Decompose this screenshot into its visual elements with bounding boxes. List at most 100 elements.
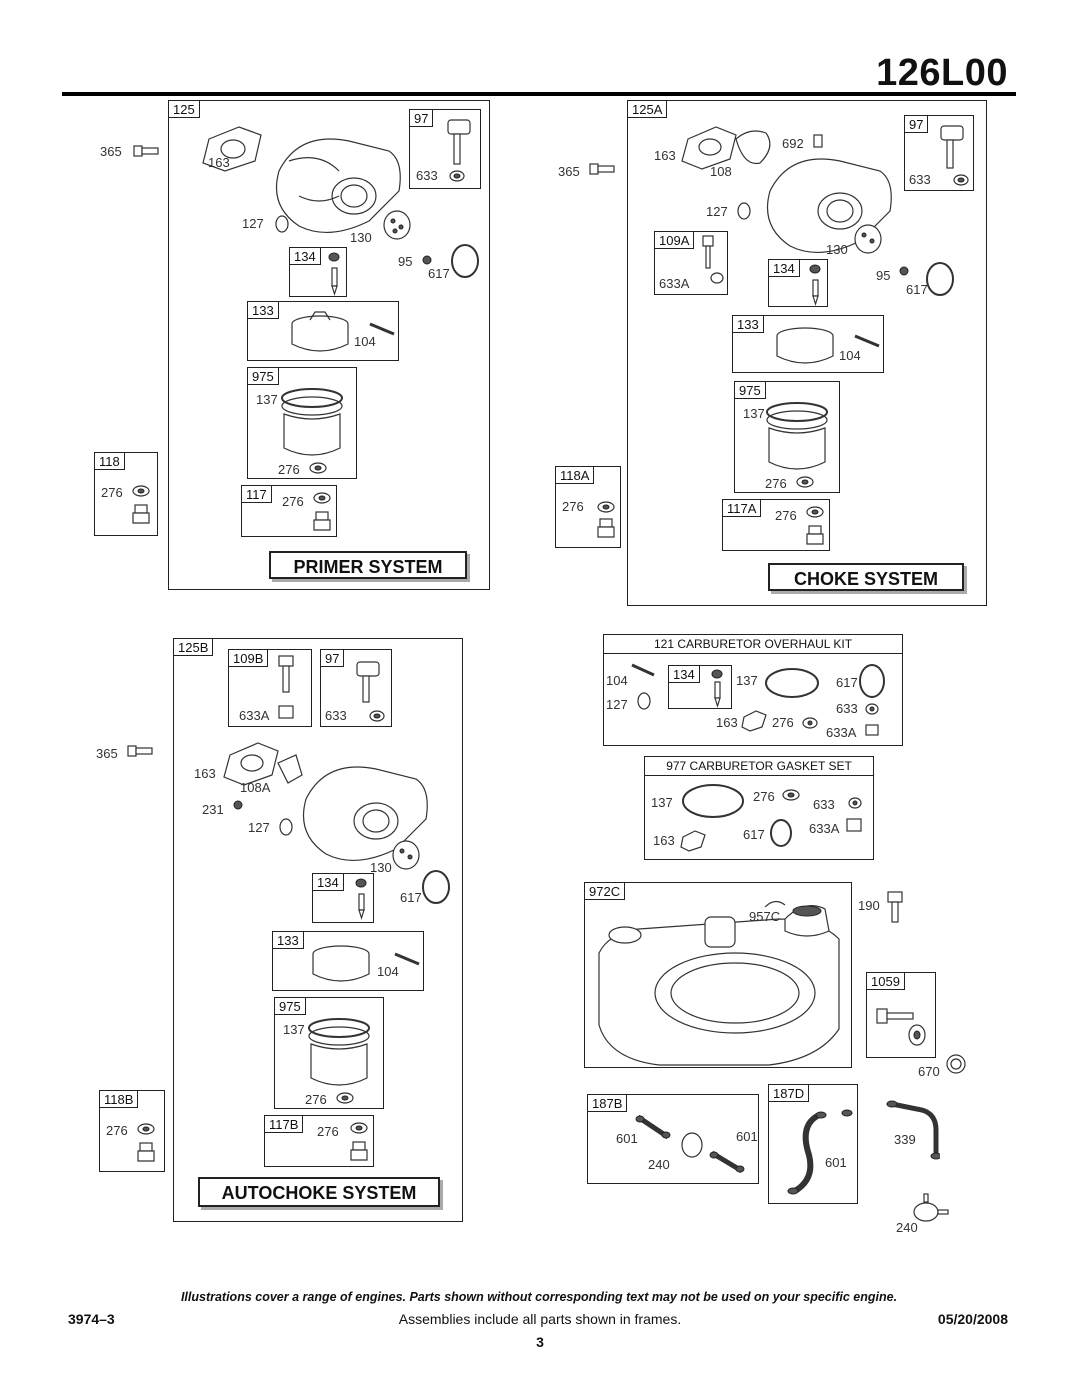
needle-drawing <box>809 264 821 307</box>
footer-note: Illustrations cover a range of engines. … <box>180 1290 898 1304</box>
carburetor-drawing <box>681 126 954 296</box>
part-label: 276 <box>562 499 584 514</box>
bowl-frame: 975 137 276 <box>734 381 840 493</box>
part-label: 130 <box>826 242 848 257</box>
model-number: 126L00 <box>876 52 1008 94</box>
frame-tag: 97 <box>905 116 929 133</box>
part-label: 130 <box>350 230 372 245</box>
autochoke-system-frame: 125B 109B 633A 97 633 134 1 <box>173 638 463 1222</box>
drain-plug-drawing <box>137 1123 155 1162</box>
part-label: 276 <box>317 1124 339 1139</box>
gasket-set-frame: 977 CARBURETOR GASKET SET 137 276 633 61… <box>644 756 874 860</box>
part-label: 601 <box>825 1155 847 1170</box>
bolt-drawing <box>127 745 153 757</box>
spacer-drawing <box>946 1054 966 1074</box>
fuel-filter-drawing <box>913 1193 949 1222</box>
fitting-frame: 109A 633A <box>654 231 728 295</box>
carburetor-drawing <box>223 742 450 904</box>
footer-center-text: Assemblies include all parts shown in fr… <box>398 1311 682 1327</box>
part-label: 601 <box>736 1129 758 1144</box>
part-label: 633 <box>416 168 438 183</box>
part-label: 104 <box>839 348 861 363</box>
part-label: 365 <box>100 144 122 159</box>
part-label: 127 <box>242 216 264 231</box>
frame-tag: 134 <box>313 874 344 891</box>
needle-drawing <box>711 669 723 709</box>
fuel-line-drawing <box>635 1114 745 1174</box>
needle-frame: 134 <box>312 873 374 923</box>
overhaul-kit-frame: 121 CARBURETOR OVERHAUL KIT 134 104 137 … <box>603 634 903 746</box>
part-label: 163 <box>653 833 675 848</box>
fuel-line-frame: 187B 601 601 240 <box>587 1094 759 1184</box>
part-label: 240 <box>648 1157 670 1172</box>
frame-tag: 117B <box>265 1116 304 1133</box>
frame-tag: 134 <box>290 248 321 265</box>
part-label: 633 <box>836 701 858 716</box>
part-label: 127 <box>606 697 628 712</box>
frame-tag: 125A <box>628 101 668 118</box>
header-rule <box>62 92 1016 96</box>
frame-tag: 118A <box>556 467 595 484</box>
part-label: 365 <box>96 746 118 761</box>
part-label: 617 <box>743 827 765 842</box>
bowl-frame: 975 137 276 <box>274 997 384 1109</box>
part-label: 240 <box>896 1220 918 1235</box>
frame-tag: 975 <box>248 368 279 385</box>
bowl-nut-drawing <box>806 506 824 545</box>
float-frame: 133 104 <box>732 315 884 373</box>
page-number: 3 <box>536 1334 544 1350</box>
drain-plug-frame: 118 276 <box>94 452 158 536</box>
frame-tag: 133 <box>733 316 764 333</box>
autochoke-system-label: AUTOCHOKE SYSTEM <box>198 1177 440 1207</box>
part-label: 276 <box>305 1092 327 1107</box>
bowl-nut-frame: 117B 276 <box>264 1115 374 1167</box>
frame-tag: 117 <box>242 486 272 503</box>
frame-tag: 1059 <box>867 973 905 990</box>
bowl-nut-drawing <box>313 492 331 531</box>
bowl-drawing <box>281 388 343 474</box>
part-label: 104 <box>377 964 399 979</box>
part-label: 339 <box>894 1132 916 1147</box>
needle-frame: 134 <box>768 259 828 307</box>
part-label: 276 <box>106 1123 128 1138</box>
part-label: 633A <box>826 725 857 740</box>
part-label: 601 <box>616 1131 638 1146</box>
footer-date: 05/20/2008 <box>937 1311 1008 1327</box>
part-label: 163 <box>654 148 676 163</box>
gasket-drawing <box>680 784 862 852</box>
frame-tag: 975 <box>735 382 766 399</box>
part-label: 617 <box>906 282 928 297</box>
frame-tag: 125 <box>169 101 200 118</box>
primer-bulb-drawing <box>940 125 969 186</box>
elbow-hose-drawing <box>886 1100 940 1160</box>
frame-tag: 133 <box>273 932 304 949</box>
carburetor-drawing <box>202 126 479 278</box>
part-label: 104 <box>606 673 628 688</box>
part-label: 127 <box>248 820 270 835</box>
primer-system-frame: 125 97 633 134 <box>168 100 490 590</box>
float-frame: 133 104 <box>247 301 399 361</box>
primer-bulb-frame: 97 633 <box>320 649 392 727</box>
part-label: 130 <box>370 860 392 875</box>
frame-tag: 134 <box>669 666 700 683</box>
frame-tag: 118B <box>100 1091 139 1108</box>
float-drawing <box>776 327 880 364</box>
drain-plug-drawing <box>597 501 615 538</box>
frame-tag: 134 <box>769 260 800 277</box>
part-label: 276 <box>775 508 797 523</box>
choke-system-label: CHOKE SYSTEM <box>768 563 964 591</box>
frame-tag: 118 <box>95 453 125 470</box>
frame-tag: 972C <box>585 883 626 900</box>
frame-tag: 117A <box>723 500 762 517</box>
part-label: 127 <box>706 204 728 219</box>
frame-tag: 109A <box>655 232 695 249</box>
part-label: 231 <box>202 802 224 817</box>
kit-drawing <box>631 663 885 736</box>
kit-title: 121 CARBURETOR OVERHAUL KIT <box>604 635 902 654</box>
bowl-drawing <box>766 402 828 488</box>
part-label: 95 <box>876 268 891 283</box>
part-label: 137 <box>256 392 278 407</box>
part-label: 365 <box>558 164 580 179</box>
frame-tag: 109B <box>229 650 269 667</box>
frame-tag: 975 <box>275 998 306 1015</box>
